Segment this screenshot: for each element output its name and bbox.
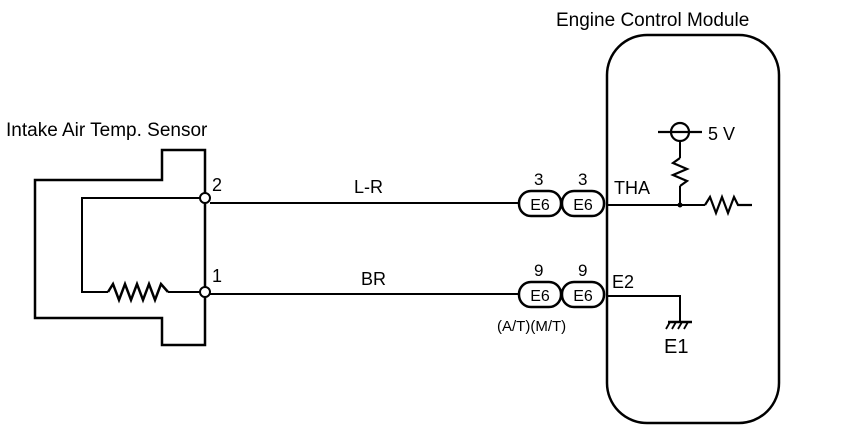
- sensor-thermistor: [106, 280, 205, 304]
- terminal-e2-label: E2: [612, 272, 634, 292]
- ground-icon: [665, 320, 692, 330]
- connector-icon: E6: [517, 189, 563, 218]
- ground-e1-label: E1: [664, 336, 688, 358]
- sensor-housing: [33, 148, 207, 347]
- splice-point-icon: [199, 192, 211, 204]
- sensor-title: Intake Air Temp. Sensor: [6, 120, 208, 141]
- e2-line: [607, 295, 681, 322]
- pullup-resistor: [670, 140, 690, 205]
- voltage-source-icon: [658, 121, 702, 143]
- connector-icon: E6: [560, 189, 606, 218]
- pin-number-9-mt: 9: [578, 261, 587, 280]
- connector-e6-top-at: E6: [530, 197, 550, 214]
- pin-number-3-at: 3: [534, 170, 543, 189]
- transmission-note: (A/T)(M/T): [497, 318, 566, 335]
- pin-2-label: 2: [212, 175, 222, 195]
- sensor-internal-wire: [81, 197, 205, 293]
- resistor-icon: [670, 157, 690, 187]
- pin-number-3-mt: 3: [578, 170, 587, 189]
- connector-icon: E6: [517, 280, 563, 309]
- connector-e6-bottom-mt: E6: [573, 288, 593, 305]
- resistor-icon: [704, 193, 752, 217]
- connector-e6-top-mt: E6: [573, 197, 593, 214]
- resistor-icon: [106, 280, 169, 304]
- pin-number-9-at: 9: [534, 261, 543, 280]
- ecm-box: [605, 33, 781, 425]
- wire-br-label: BR: [361, 269, 386, 289]
- wire-l-r-label: L-R: [354, 177, 383, 197]
- voltage-label: 5 V: [708, 124, 735, 144]
- connector-icon: E6: [560, 280, 606, 309]
- splice-point-icon: [199, 286, 211, 298]
- pin-1-label: 1: [212, 266, 222, 286]
- terminal-tha-label: THA: [614, 178, 650, 198]
- ecm-title: Engine Control Module: [556, 10, 749, 31]
- connector-e6-bottom-at: E6: [530, 288, 550, 305]
